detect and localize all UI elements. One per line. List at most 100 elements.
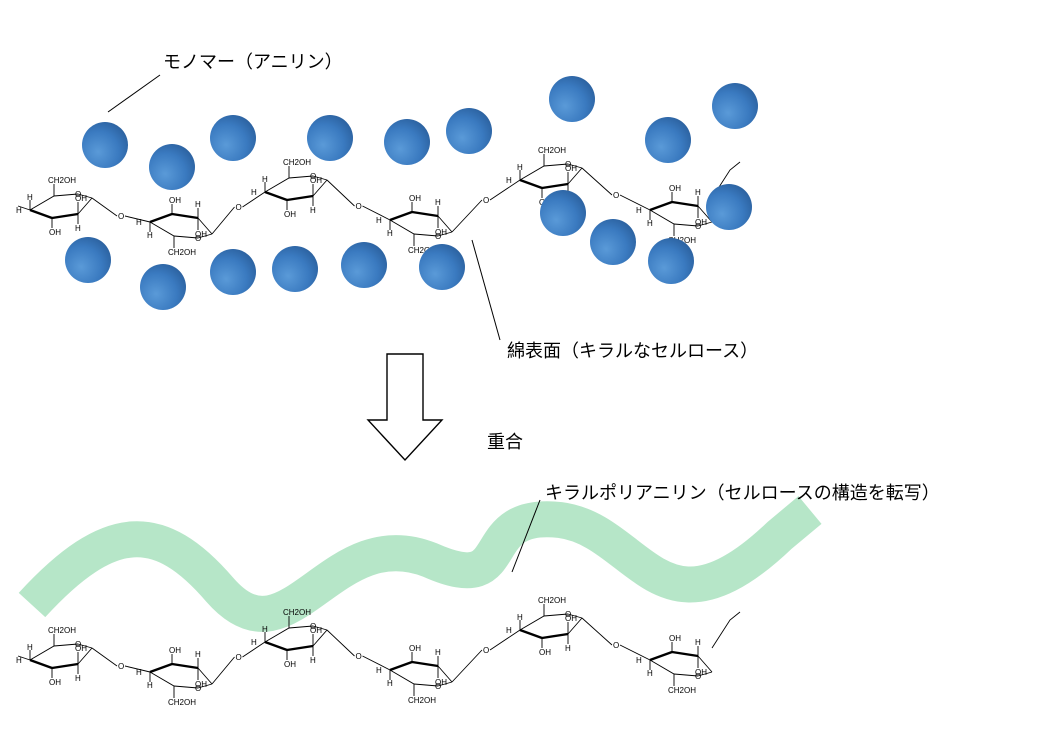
hydroxyl: OH	[169, 646, 181, 655]
hydrogen: H	[27, 643, 33, 652]
hydrogen: H	[435, 648, 441, 657]
hydrogen: H	[262, 175, 268, 184]
hydroxymethyl: CH2OH	[283, 608, 311, 617]
monomer-ball	[645, 117, 691, 163]
hydrogen: H	[636, 206, 642, 215]
hydrogen: H	[136, 668, 142, 677]
hydroxyl: OH	[310, 176, 322, 185]
monomer-ball	[540, 190, 586, 236]
monomer-ball	[648, 238, 694, 284]
hydroxymethyl: CH2OH	[168, 698, 196, 707]
ring-oxygen: O	[565, 160, 571, 169]
glycosidic-oxygen: O	[613, 191, 619, 200]
monomer-ball	[307, 115, 353, 161]
hydroxyl: OH	[695, 218, 707, 227]
bond	[541, 182, 569, 190]
hydroxyl: OH	[565, 614, 577, 623]
bond	[451, 179, 521, 233]
ring-oxygen: O	[195, 684, 201, 693]
hydroxymethyl: CH2OH	[668, 236, 696, 245]
bond	[389, 210, 413, 222]
ring-oxygen: O	[75, 190, 81, 199]
hydroxyl: OH	[435, 228, 447, 237]
hydrogen: H	[262, 625, 268, 634]
bond	[581, 617, 651, 661]
bond	[286, 644, 314, 652]
hydroxyl: OH	[409, 194, 421, 203]
monomer-ball	[384, 119, 430, 165]
chiral-polyaniline-label: キラルポリアニリン（セルロースの構造を転写）	[545, 483, 940, 504]
bond	[51, 212, 79, 220]
bond	[519, 628, 543, 640]
bond	[211, 191, 266, 235]
ring-oxygen: O	[310, 622, 316, 631]
hydroxyl: OH	[195, 230, 207, 239]
bond	[649, 200, 673, 212]
hydrogen: H	[376, 666, 382, 675]
cotton-surface-label: 綿表面（キラルなセルロース）	[507, 341, 758, 362]
bond	[411, 660, 439, 668]
monomer-ball	[65, 237, 111, 283]
hydrogen: H	[695, 638, 701, 647]
ring-oxygen: O	[195, 234, 201, 243]
hydrogen: H	[506, 176, 512, 185]
hydroxyl: OH	[49, 678, 61, 687]
hydroxyl: OH	[409, 644, 421, 653]
ring-oxygen: O	[565, 610, 571, 619]
bond	[671, 200, 699, 208]
hydroxymethyl: CH2OH	[408, 696, 436, 705]
monomer-ball	[706, 184, 752, 230]
hydrogen: H	[195, 650, 201, 659]
hydroxyl: OH	[75, 194, 87, 203]
hydrogen: H	[517, 163, 523, 172]
bond	[711, 611, 741, 649]
monomer-ball	[419, 244, 465, 290]
bond	[29, 208, 53, 220]
glycosidic-oxygen: O	[236, 203, 242, 212]
glycosidic-oxygen: O	[118, 662, 124, 671]
hydroxymethyl: CH2OH	[283, 158, 311, 167]
glycosidic-oxygen: O	[118, 212, 124, 221]
hydroxyl: OH	[49, 228, 61, 237]
bond	[264, 640, 288, 652]
hydrogen: H	[506, 626, 512, 635]
bond	[17, 655, 31, 661]
hydroxymethyl: CH2OH	[538, 596, 566, 605]
bond	[264, 190, 288, 202]
hydrogen: H	[136, 218, 142, 227]
ring-oxygen: O	[435, 232, 441, 241]
hydrogen: H	[376, 216, 382, 225]
hydrogen: H	[75, 674, 81, 683]
hydroxyl: OH	[669, 634, 681, 643]
hydroxymethyl: CH2OH	[668, 686, 696, 695]
bond	[149, 212, 173, 224]
hydroxymethyl: CH2OH	[538, 146, 566, 155]
hydrogen: H	[695, 188, 701, 197]
hydrogen: H	[310, 656, 316, 665]
hydrogen: H	[387, 679, 393, 688]
hydroxyl: OH	[75, 644, 87, 653]
bond	[149, 662, 173, 674]
bond	[51, 662, 79, 670]
bond	[211, 641, 266, 685]
glycosidic-oxygen: O	[356, 652, 362, 661]
hydroxyl: OH	[669, 184, 681, 193]
cellulose-chain-bottom: OHOHOHHCH2OHHOOHOHOHHCH2OHHOOHOHOHHCH2OH…	[16, 596, 741, 707]
polymerization-label: 重合	[487, 432, 523, 453]
monomer-leader	[107, 74, 161, 113]
hydrogen: H	[251, 638, 257, 647]
glycosidic-oxygen: O	[483, 196, 489, 205]
hydroxyl: OH	[195, 680, 207, 689]
hydroxymethyl: CH2OH	[48, 176, 76, 185]
bond	[91, 197, 151, 223]
monomer-ball	[149, 144, 195, 190]
monomer-label: モノマー（アニリン）	[163, 52, 343, 73]
ring-oxygen: O	[435, 682, 441, 691]
hydroxyl: OH	[695, 668, 707, 677]
hydroxyl: OH	[284, 660, 296, 669]
bond	[519, 178, 543, 190]
bond	[326, 629, 391, 671]
ring-oxygen: O	[310, 172, 316, 181]
hydrogen: H	[517, 613, 523, 622]
hydrogen: H	[647, 669, 653, 678]
